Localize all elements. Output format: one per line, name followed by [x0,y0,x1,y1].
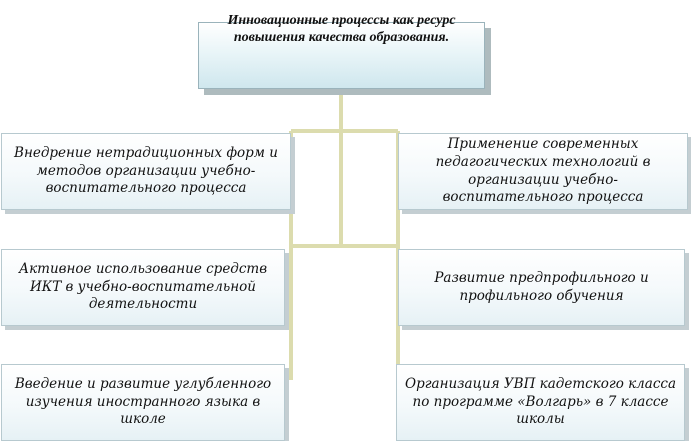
node-profile-education: Развитие предпрофильного и профильного о… [398,249,685,326]
node-label: Организация УВП кадетского класса по про… [405,375,676,428]
node-modern-technologies: Применение современных педагогических те… [398,133,688,210]
connector-group [289,94,400,384]
node-cadet-class: Организация УВП кадетского класса по про… [396,364,685,441]
root-title: Инновационные процессы как ресурс повыше… [227,13,456,45]
node-label: Введение и развитие углубленного изучени… [14,375,272,428]
node-foreign-language: Введение и развитие углубленного изучени… [1,364,285,441]
node-nontraditional-forms: Внедрение нетрадиционных форм и методов … [1,133,291,210]
node-label: Активное использование средств ИКТ в уче… [18,260,268,313]
node-ict-usage: Активное использование средств ИКТ в уче… [1,249,285,326]
root-node: Инновационные процессы как ресурс повыше… [198,13,485,89]
node-label: Развитие предпрофильного и профильного о… [434,269,649,304]
node-label: Внедрение нетрадиционных форм и методов … [14,144,278,197]
node-label: Применение современных педагогических те… [435,135,651,206]
